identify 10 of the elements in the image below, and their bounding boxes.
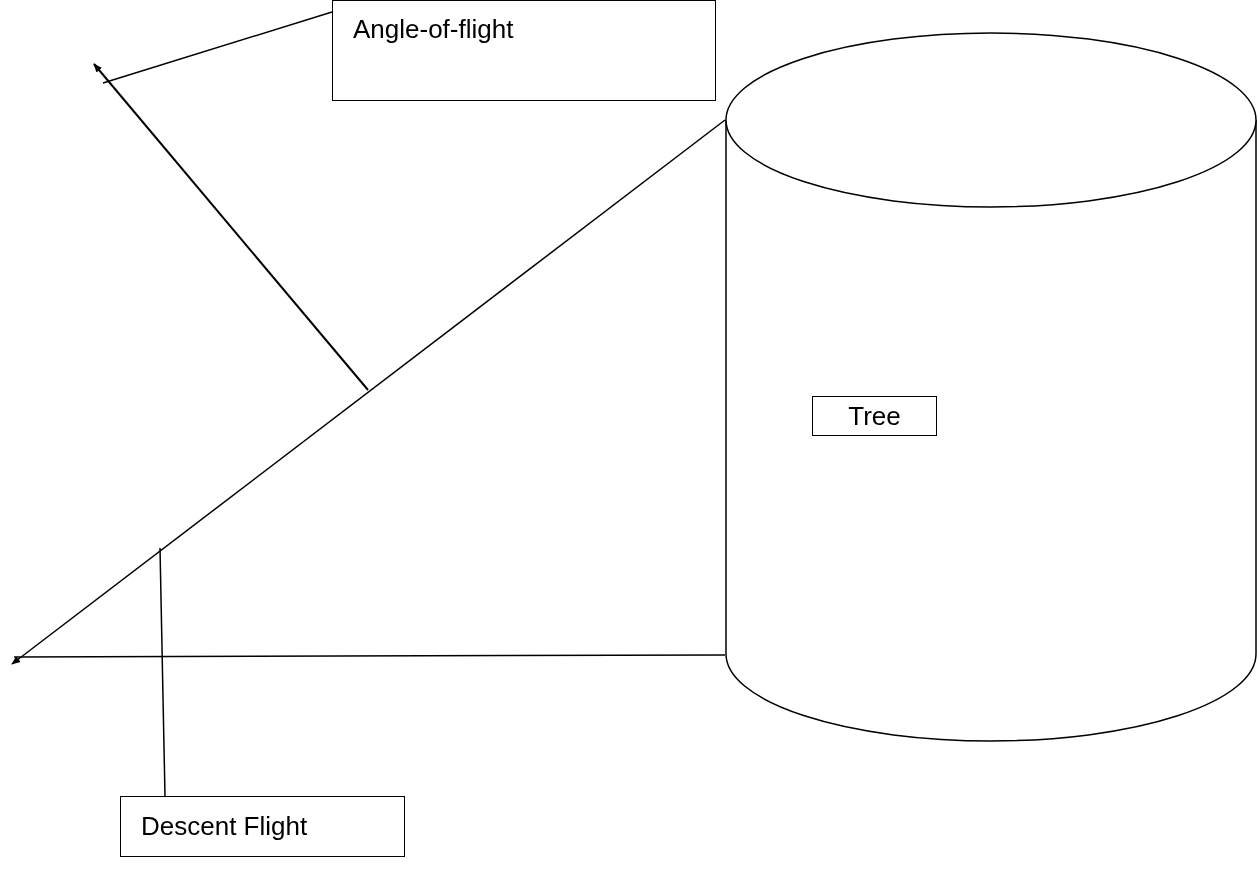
ground-line	[13, 654, 726, 658]
label-text: Descent Flight	[141, 810, 308, 843]
label-text: Tree	[848, 399, 901, 433]
descent-arrow	[11, 119, 726, 665]
label-box	[812, 396, 937, 436]
label-box	[332, 0, 716, 101]
label-text: Angle-of-flight	[353, 13, 514, 46]
leader-line	[159, 547, 166, 797]
label-box	[120, 796, 405, 857]
leader-line	[102, 11, 333, 84]
